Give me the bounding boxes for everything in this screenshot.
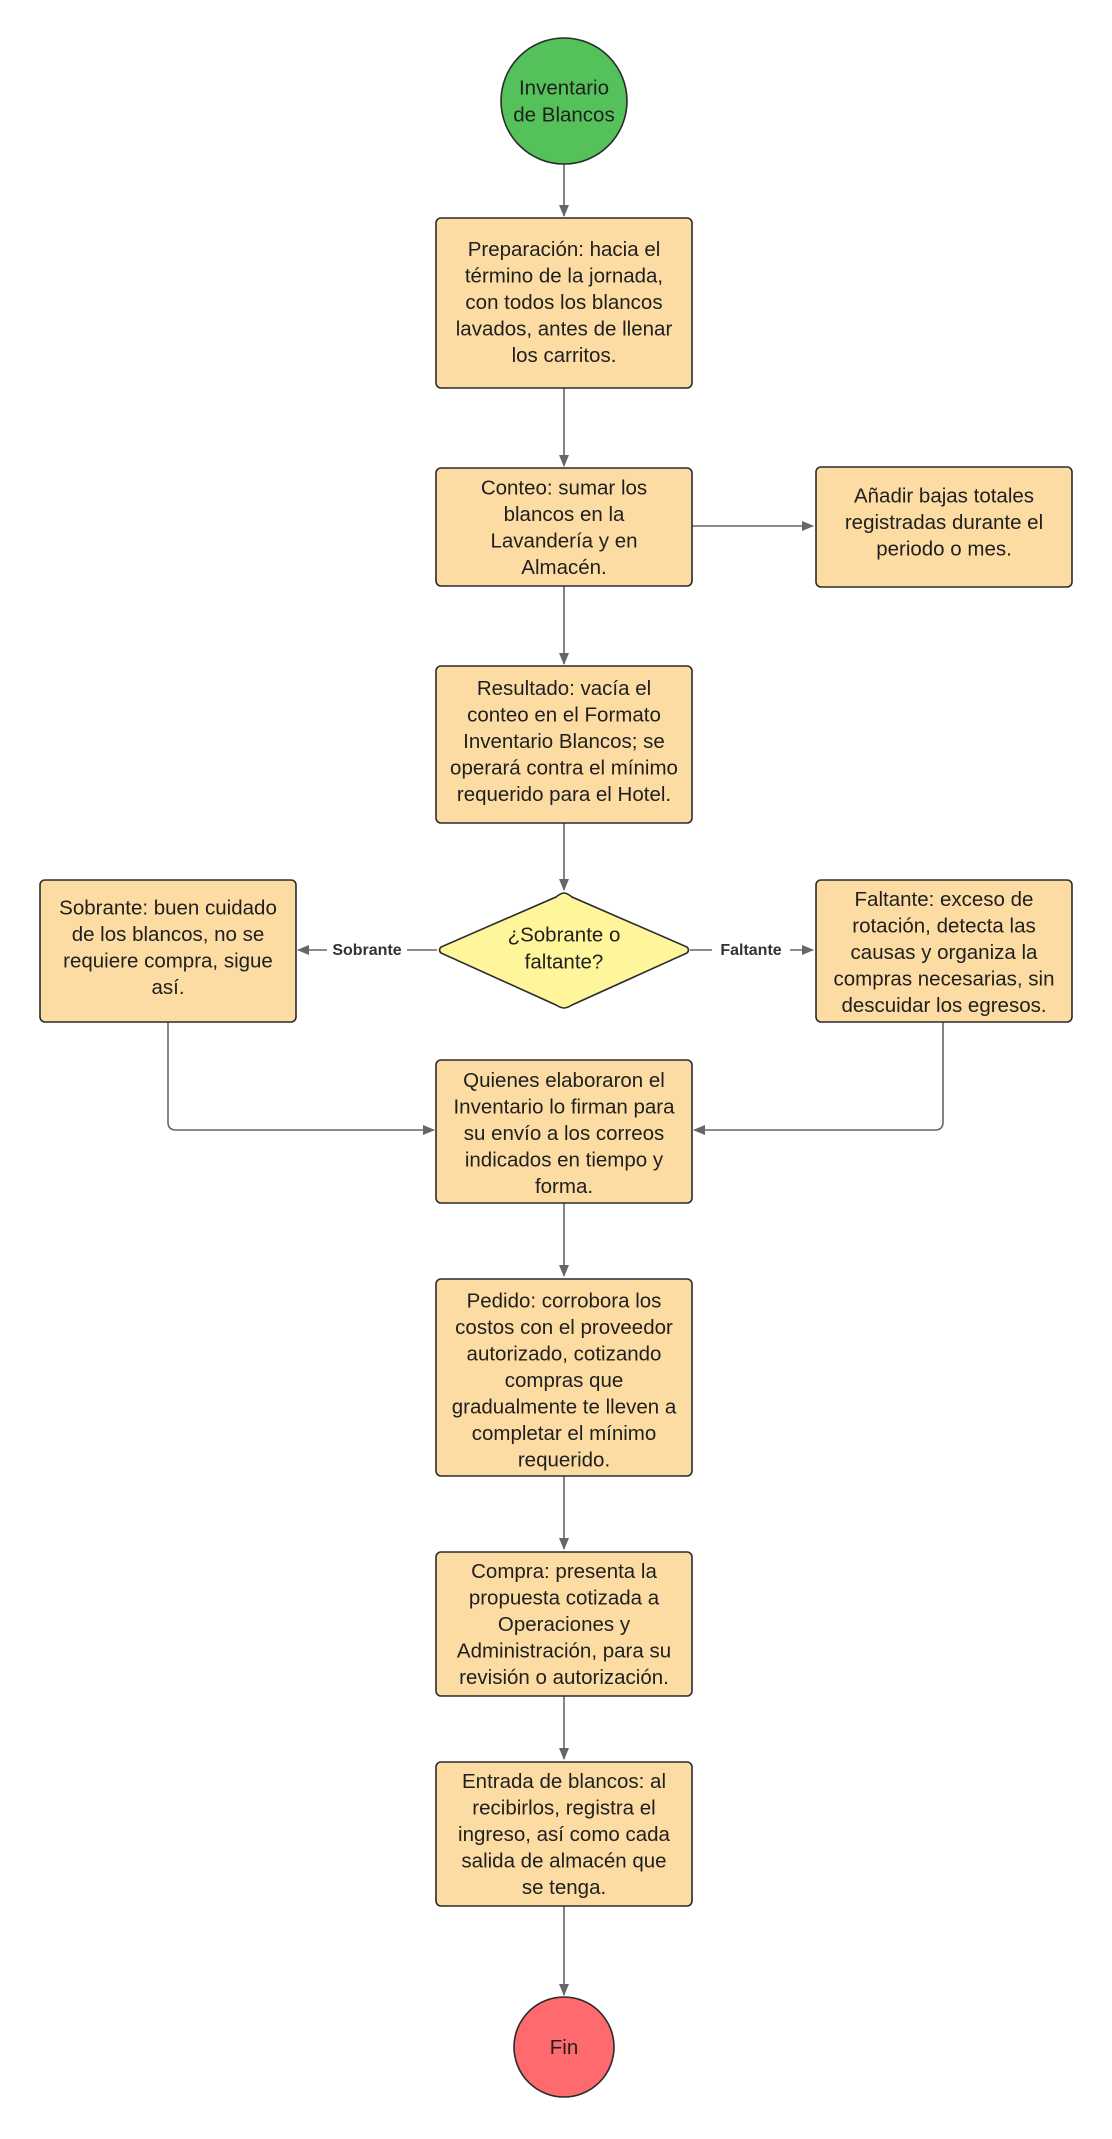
pedido-label-line: completar el mínimo [472,1422,657,1445]
process-conteo [435,467,693,587]
faltante-label-line: descuidar los egresos. [841,994,1046,1017]
entrada-label-line: se tenga. [522,1876,606,1899]
faltante-label-line: rotación, detecta las [852,915,1035,938]
pedido-label-line: gradualmente te lleven a [452,1396,677,1419]
preparacion-label-line: los carritos. [512,344,617,367]
resultado-label-line: operará contra el mínimo [450,757,678,780]
bajas-label-line: periodo o mes. [876,538,1012,561]
pedido-label-line: Pedido: corrobora los [467,1290,662,1313]
compra-label-line: propuesta cotizada a [469,1587,660,1610]
compra-label-line: Compra: presenta la [471,1560,657,1583]
conteo-label: Conteo: sumar los blancos en la Lavandería… [481,476,647,579]
resultado-label-line: requerido para el Hotel. [457,783,671,806]
conteo-label-line: blancos en la [504,503,625,526]
end-node [513,1996,615,2098]
decision-label: ¿Sobrante o faltante? [508,924,621,974]
process-faltante [815,879,1073,1023]
pedido-label-line: compras que [505,1369,624,1392]
resultado-label-line: Resultado: vacía el [477,677,651,700]
preparacion-label-line: término de la jornada, [465,265,663,288]
compra-label-line: Administración, para su [457,1640,671,1663]
resultado-label-line: conteo en el Formato [467,704,661,727]
compra-label-line: Operaciones y [498,1613,631,1636]
entrada-label-line: ingreso, así como cada [458,1823,671,1846]
process-entrada [435,1761,693,1907]
compra-label: Compra: presenta la propuesta cotizada a O… [457,1560,671,1689]
faltante-label-line: Faltante: exceso de [855,888,1034,911]
start-node-label: Inventario de Blancos [513,77,614,127]
arrow-faltante-to-firma [693,1022,944,1135]
decision-node [438,892,690,1009]
bajas-label-line: registradas durante el [845,511,1043,534]
arrow-sobrante-to-firma [167,1022,435,1135]
process-sobrante [39,879,297,1023]
entrada-label: Entrada de blancos: al recibirlos, regist… [458,1770,671,1899]
start-label-line: de Blancos [513,104,614,127]
sobrante-label-line: así. [151,976,184,999]
firma-label-line: su envío a los correos [464,1122,665,1145]
sobrante-label-line: Sobrante: buen cuidado [59,896,277,919]
faltante-label-line: causas y organiza la [851,941,1038,964]
faltante-label: Faltante: exceso de rotación, detecta las… [833,888,1054,1017]
conteo-label-line: Almacén. [521,556,606,579]
end-node-label: Fin [550,2036,578,2059]
preparacion-label: Preparación: hacia el término de la jorna… [456,238,673,367]
firma-label: Quienes elaboraron el Inventario lo firma… [453,1069,675,1198]
decision-label-line: faltante? [525,951,604,974]
entrada-label-line: salida de almacén que [461,1850,666,1873]
process-preparacion [435,217,693,389]
pedido-label: Pedido: corrobora los costos con el prove… [452,1290,677,1472]
preparacion-label-line: con todos los blancos [465,291,662,314]
conteo-label-line: Lavandería y en [490,529,637,552]
firma-label-line: indicados en tiempo y [465,1149,664,1172]
decision-label-line: ¿Sobrante o [508,924,621,947]
resultado-label-line: Inventario Blancos; se [463,730,665,753]
faltante-label-line: compras necesarias, sin [833,968,1054,991]
start-node [500,37,628,165]
firma-label-line: Inventario lo firman para [453,1096,675,1119]
entrada-label-line: Entrada de blancos: al [462,1770,666,1793]
bajas-label: Añadir bajas totales registradas durante … [845,485,1043,561]
sobrante-label-line: requiere compra, sigue [63,949,273,972]
process-bajas [815,466,1073,588]
pedido-label-line: costos con el proveedor [455,1316,673,1339]
entrada-label-line: recibirlos, registra el [472,1797,655,1820]
edge-label-sobrante: Sobrante [332,942,401,959]
process-compra [435,1551,693,1697]
preparacion-label-line: Preparación: hacia el [468,238,661,261]
process-resultado [435,665,693,824]
firma-label-line: Quienes elaboraron el [463,1069,665,1092]
conteo-label-line: Conteo: sumar los [481,476,647,499]
sobrante-label: Sobrante: buen cuidado de los blancos, no… [59,896,277,999]
compra-label-line: revisión o autorización. [459,1666,669,1689]
sobrante-label-line: de los blancos, no se [72,923,265,946]
firma-label-line: forma. [535,1175,593,1198]
process-pedido [435,1278,693,1477]
pedido-label-line: autorizado, cotizando [467,1343,662,1366]
preparacion-label-line: lavados, antes de llenar [456,318,673,341]
edge-label-faltante: Faltante [720,942,781,959]
bajas-label-line: Añadir bajas totales [854,485,1034,508]
process-firma [435,1059,693,1204]
pedido-label-line: requerido. [518,1449,610,1472]
end-label-line: Fin [550,2036,578,2059]
start-label-line: Inventario [519,77,609,100]
